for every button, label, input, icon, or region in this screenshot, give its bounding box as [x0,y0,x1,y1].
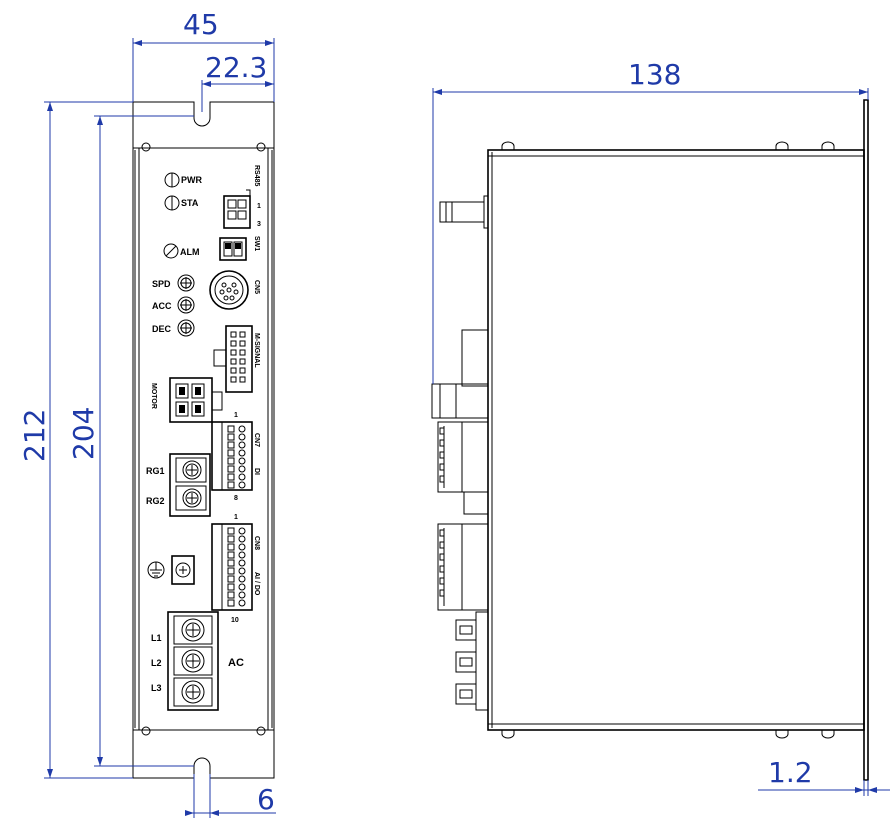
screw-icon [182,488,202,508]
label-l3: L3 [151,683,162,693]
label-cn7-pin8: 8 [234,495,238,502]
bottom-flange [132,729,275,779]
label-pwr: PWR [181,175,202,185]
label-dec: DEC [152,324,172,334]
label-acc: ACC [152,301,172,311]
motor-connector [169,377,213,423]
dim-slot-width: 6 [257,783,275,816]
cn7-plug-side [437,421,489,493]
dim-slot-offset: 22.3 [205,51,267,84]
label-rg1: RG1 [146,466,165,476]
dim-width-overall: 45 [183,8,219,41]
screw-icon [256,142,266,152]
label-alm: ALM [180,247,200,257]
m-signal-connector [225,325,253,393]
label-rs485-pin3: 3 [257,221,261,228]
screw-icon [181,680,205,704]
rivet-icon [775,141,789,150]
rs485-connector [223,195,251,229]
dim-depth: 138 [628,58,681,91]
label-ai-do: AI / DO [253,572,260,596]
screw-icon [181,649,205,673]
ac-terminal-block [167,611,219,711]
front-view: PWR STA RS485 1 3 ALM SW1 CN5 SPD [132,101,275,779]
side-body [487,149,865,731]
dim-height-overall: 212 [18,409,51,462]
label-l1: L1 [151,633,162,643]
label-sta: STA [181,198,199,208]
label-ac: AC [228,657,244,669]
m-signal-side [461,329,489,387]
label-cn8-pin10: 10 [231,617,239,624]
dim-height-inner: 204 [67,407,100,460]
rivet-icon [821,730,835,739]
rivet-icon [775,730,789,739]
front-dimensions: 45 22.3 212 204 6 [18,8,276,818]
screw-icon [181,618,205,642]
cn8-ai-do-connector [211,523,253,611]
label-rs485: RS485 [253,165,260,187]
side-mounting-flange [863,99,869,781]
ac-terminal-side [455,619,477,641]
label-spd: SPD [152,279,171,289]
screw-icon [256,726,266,736]
sw1-switch [219,237,247,261]
dim-flange-thickness: 1.2 [768,756,813,789]
rivet-icon [501,141,515,150]
label-cn7: CN7 [253,433,260,447]
cn5-round-connector [209,270,249,310]
screw-icon [141,142,151,152]
label-l2: L2 [151,658,162,668]
motor-plug-side [431,383,489,419]
side-dimensions: 138 1.2 [432,58,890,796]
rivet-icon [501,730,515,739]
label-motor: MOTOR [150,383,157,409]
rs485-plug-side [439,201,485,223]
label-cn8: CN8 [253,536,260,550]
label-sw1: SW1 [253,236,260,251]
label-rs485-pin1: 1 [257,203,261,210]
screw-icon [141,726,151,736]
side-view [431,99,869,781]
cn7-di-connector [211,421,253,491]
pot-dec-icon [177,319,195,337]
front-panel [138,147,269,731]
screw-icon [182,460,202,480]
label-di: DI [253,468,260,475]
top-flange [132,101,275,149]
ground-terminal [171,555,195,585]
pot-acc-icon [177,296,195,314]
rivet-icon [821,141,835,150]
label-m-signal: M-SIGNAL [253,333,260,368]
led-alm-icon [163,243,179,259]
label-cn7-pin1: 1 [234,412,238,419]
label-cn5: CN5 [253,280,260,294]
rg-terminal-block [169,453,211,517]
cn8-plug-side [437,523,489,611]
pot-spd-icon [177,274,195,292]
label-rg2: RG2 [146,496,165,506]
label-cn8-pin1: 1 [234,514,238,521]
